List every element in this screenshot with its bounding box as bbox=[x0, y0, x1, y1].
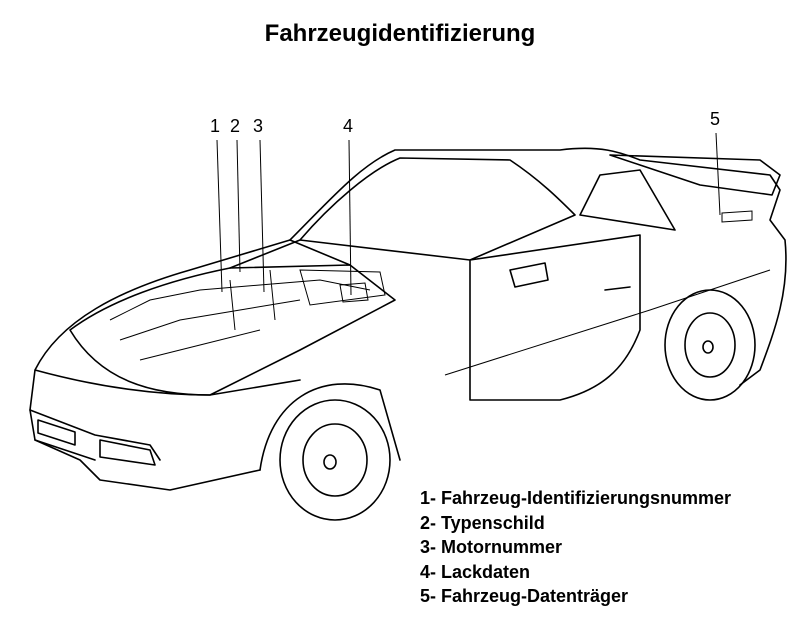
side-window bbox=[579, 169, 676, 231]
fog-light bbox=[37, 419, 76, 446]
engine-detail bbox=[109, 269, 386, 361]
rear-id-plate bbox=[721, 210, 753, 223]
headlight bbox=[99, 439, 156, 466]
rear-wheel bbox=[664, 289, 756, 401]
door bbox=[469, 234, 641, 401]
callout-2: 2 bbox=[230, 116, 241, 136]
callout-1: 1 bbox=[210, 116, 221, 136]
callout-3: 3 bbox=[253, 116, 264, 136]
car-body-outline bbox=[29, 147, 787, 491]
page-title: Fahrzeugidentifizierung bbox=[264, 20, 536, 47]
legend-item: 5- Fahrzeug-Datenträger bbox=[420, 586, 629, 606]
engine-bay bbox=[69, 264, 396, 396]
legend-item: 1- Fahrzeug-Identifizierungsnummer bbox=[420, 488, 732, 508]
legend-item: 3- Motornummer bbox=[420, 537, 563, 557]
legend: 1- Fahrzeug-Identifizierungsnummer 2- Ty… bbox=[420, 486, 731, 609]
door-handle bbox=[604, 286, 631, 291]
hood bbox=[229, 239, 351, 269]
callout-4: 4 bbox=[343, 116, 354, 136]
legend-item: 4- Lackdaten bbox=[420, 561, 531, 582]
body-line bbox=[444, 269, 771, 376]
windshield bbox=[299, 157, 576, 261]
front-wheel bbox=[259, 383, 401, 521]
legend-item: 2- Typenschild bbox=[420, 512, 545, 533]
side-mirror bbox=[509, 262, 549, 288]
leader-lines bbox=[216, 132, 721, 296]
rear-spoiler bbox=[609, 154, 781, 196]
callout-5: 5 bbox=[710, 109, 721, 129]
battery bbox=[339, 282, 369, 303]
front-bumper bbox=[29, 409, 161, 461]
